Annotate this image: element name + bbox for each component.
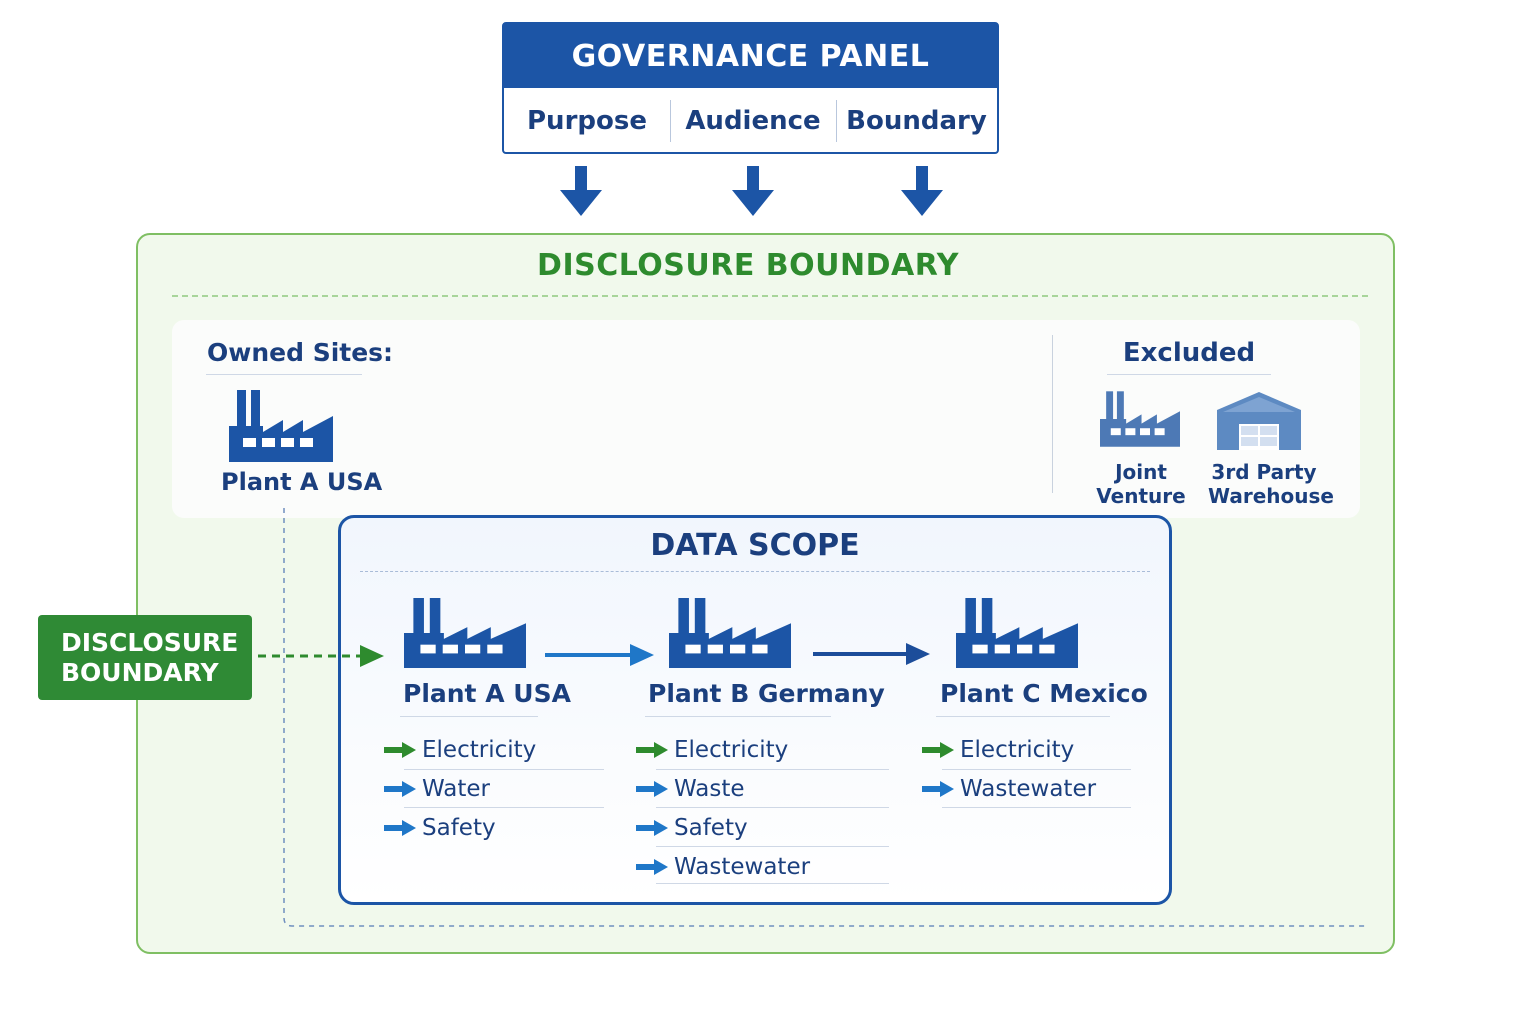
divider [1107,374,1271,375]
metric-row: Water [384,770,490,808]
arrow-right-icon [906,643,930,665]
disclosure-boundary-side-label: DISCLOSURE BOUNDARY [38,615,252,700]
divider [360,571,1150,572]
factory-icon [404,598,526,668]
divider [656,769,889,770]
divider [656,846,889,847]
metric-row: Electricity [636,731,788,769]
governance-item-audience: Audience [685,106,821,136]
arrow-right-icon [360,645,384,667]
metric-row: Safety [384,809,496,847]
arrow-down-icon [732,166,774,216]
governance-panel: GOVERNANCE PANEL Purpose Audience Bounda… [502,22,999,154]
data-scope-container [338,515,1172,905]
excluded-heading: Excluded [1122,338,1256,368]
warehouse-icon [1217,392,1301,450]
side-label-line1: DISCLOSURE [61,628,239,657]
arrow-right-icon [384,820,416,836]
arrow-right-icon [384,742,416,758]
divider [656,807,889,808]
divider [1052,335,1053,493]
metric-label: Waste [674,776,745,802]
arrow-right-icon [636,781,668,797]
divider [206,374,362,375]
arrow-right-icon [384,781,416,797]
plant-b-name: Plant B Germany [648,679,885,708]
excluded-joint-venture-label: Joint Venture [1096,460,1186,508]
metric-label: Safety [422,815,496,841]
factory-icon [956,598,1078,668]
metric-label: Wastewater [960,776,1097,802]
metric-label: Wastewater [674,854,811,880]
governance-item-purpose: Purpose [527,106,647,136]
disclosure-boundary-title: DISCLOSURE BOUNDARY [537,248,959,283]
arrow-right-icon [636,820,668,836]
metric-label: Electricity [960,737,1075,763]
side-label-line2: BOUNDARY [61,658,219,687]
arrow-right-icon [636,742,668,758]
divider [404,769,604,770]
factory-icon [229,390,333,462]
divider [404,807,604,808]
arrow-right-icon [630,644,654,666]
metric-row: Wastewater [636,848,810,886]
governance-panel-title: GOVERNANCE PANEL [504,24,997,88]
metric-label: Electricity [674,737,789,763]
factory-icon [669,598,791,668]
divider [400,716,538,717]
metric-label: Safety [674,815,748,841]
divider [172,295,1368,297]
metric-label: Electricity [422,737,537,763]
governance-item-boundary: Boundary [846,106,987,136]
owned-sites-panel [172,320,1360,518]
divider [656,883,889,884]
excluded-warehouse-label-line1: 3rd Party [1211,460,1317,484]
factory-icon [1100,391,1180,447]
divider [936,716,1110,717]
metric-row: Electricity [384,731,536,769]
arrow-right-icon [922,742,954,758]
divider [645,716,831,717]
plant-c-name: Plant C Mexico [940,679,1148,708]
metric-row: Waste [636,770,745,808]
arrow-right-icon [922,781,954,797]
metric-row: Safety [636,809,748,847]
divider [942,807,1131,808]
metric-label: Water [422,776,490,802]
metric-row: Wastewater [922,770,1096,808]
data-scope-title: DATA SCOPE [650,528,860,563]
arrow-down-icon [560,166,602,216]
metric-row: Electricity [922,731,1074,769]
owned-sites-heading: Owned Sites: [207,338,394,367]
divider [670,100,671,142]
owned-site-label: Plant A USA [221,468,383,496]
divider [942,769,1131,770]
excluded-warehouse-label-line2: Warehouse [1208,484,1334,508]
arrow-down-icon [901,166,943,216]
plant-a-name: Plant A USA [403,679,571,708]
divider [836,100,837,142]
arrow-right-icon [636,859,668,875]
